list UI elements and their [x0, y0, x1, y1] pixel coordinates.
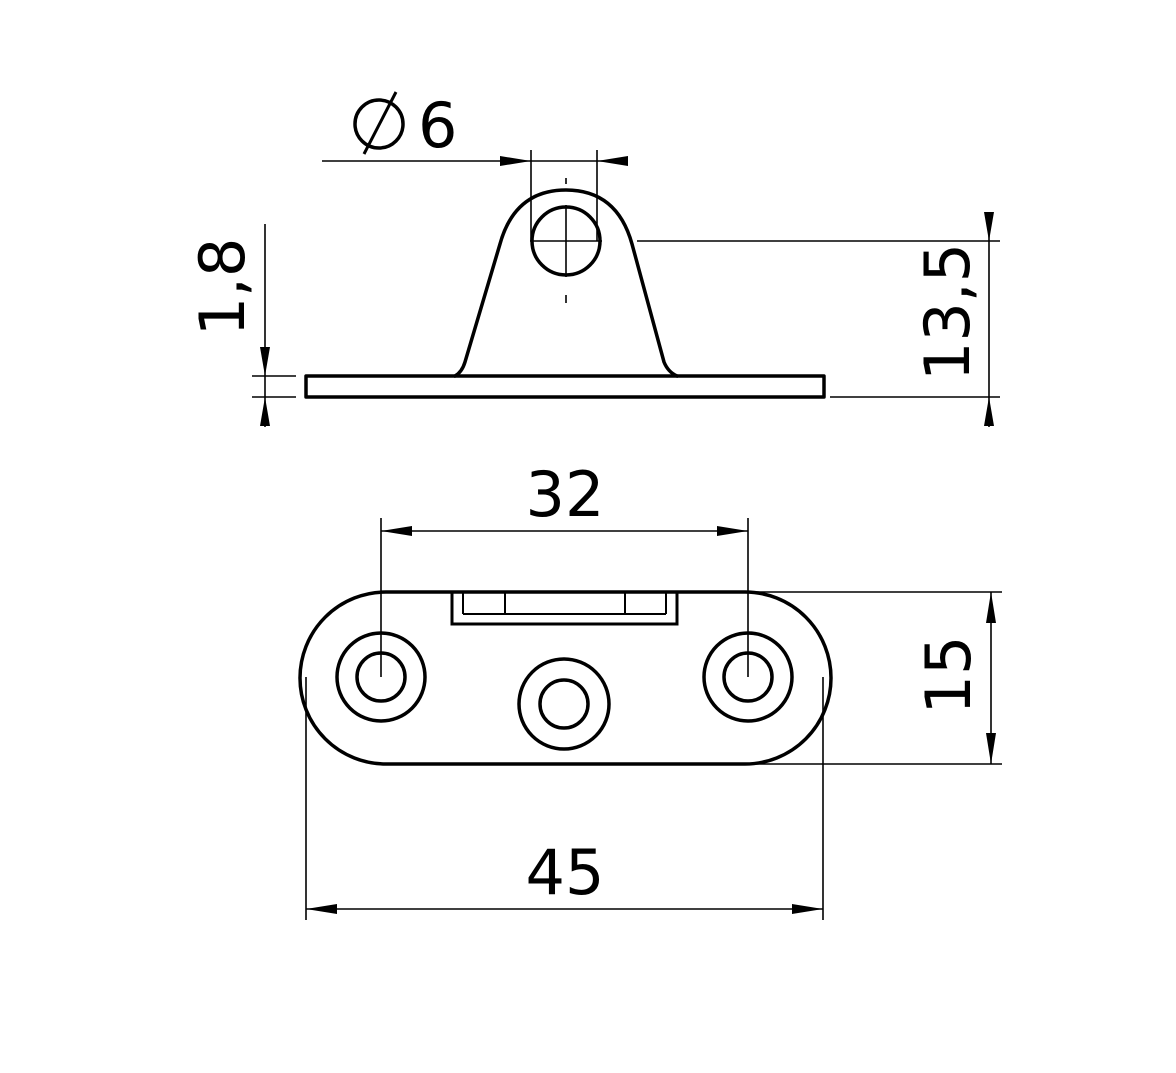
arrow-head — [792, 904, 823, 914]
length-value: 45 — [526, 836, 605, 909]
side-view — [304, 178, 826, 399]
dimension-width: 15 — [748, 591, 1002, 765]
arrow-head — [260, 347, 270, 376]
arrow-head — [717, 526, 748, 536]
hole-spacing-value: 32 — [526, 458, 605, 531]
dimension-thickness: 1,8 — [186, 224, 296, 427]
arrow-head — [984, 212, 994, 241]
side-view-lug — [453, 188, 679, 378]
center-boss-inner — [538, 678, 590, 730]
center-boss-outer — [517, 657, 611, 751]
top-view-lug — [450, 590, 679, 626]
arrow-head — [381, 526, 412, 536]
thickness-value: 1,8 — [186, 238, 259, 337]
arrow-head — [500, 156, 531, 166]
top-view-plate — [298, 590, 833, 766]
arrow-head — [306, 904, 337, 914]
width-value: 15 — [912, 636, 985, 715]
dimension-hole-spacing: 32 — [380, 458, 749, 677]
arrow-head — [986, 592, 996, 623]
diameter-value: 6 — [418, 89, 457, 162]
height-value: 13,5 — [911, 243, 984, 381]
dimension-diameter: 6 — [322, 89, 628, 241]
arrow-head — [984, 397, 994, 426]
arrow-head — [260, 397, 270, 426]
dimension-height: 13,5 — [637, 212, 1000, 427]
top-view — [298, 590, 833, 766]
dimension-length: 45 — [305, 677, 824, 920]
diameter-icon — [353, 91, 405, 155]
side-view-plate — [304, 374, 826, 399]
arrow-head — [986, 733, 996, 764]
arrow-head — [597, 156, 628, 166]
